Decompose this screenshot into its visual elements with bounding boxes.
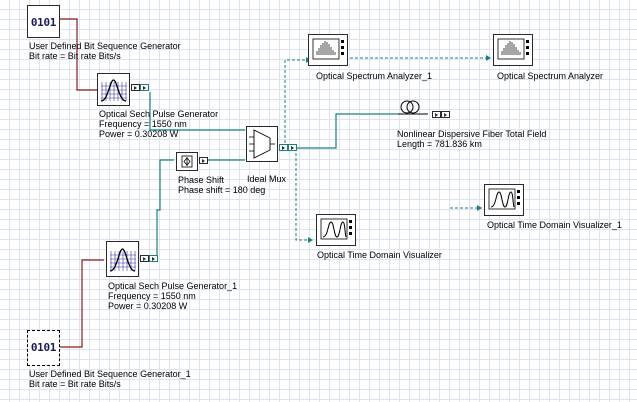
- spectrum-analyzer-1-block[interactable]: [308, 34, 348, 66]
- fiber-name: Nonlinear Dispersive Fiber Total Field: [397, 129, 547, 139]
- pulse-generator-1-output-port-2[interactable]: [149, 255, 158, 262]
- oscilloscope-icon: [320, 218, 352, 240]
- fiber-length: Length = 781.836 km: [397, 139, 482, 149]
- ideal-mux-output-port[interactable]: [279, 144, 288, 151]
- spectrum-icon: [497, 38, 529, 60]
- ideal-mux-name: Ideal Mux: [247, 174, 287, 184]
- pulse-generator-output-port[interactable]: [131, 84, 140, 91]
- sech-pulse-generator-1-name: Optical Sech Pulse Generator_1: [108, 281, 238, 291]
- phase-shift-block[interactable]: [176, 152, 198, 171]
- time-domain-visualizer-name: Optical Time Domain Visualizer: [317, 250, 442, 260]
- time-domain-visualizer-1-block[interactable]: [484, 184, 524, 216]
- time-domain-visualizer-1-name: Optical Time Domain Visualizer_1: [487, 220, 622, 230]
- sech-pulse-generator-1-frequency: Frequency = 1550 nm: [108, 291, 196, 301]
- spectrum-icon: [312, 38, 344, 60]
- fiber-output-port-2[interactable]: [441, 111, 450, 118]
- pulse-generator-1-output-port[interactable]: [140, 255, 149, 262]
- mux-icon: [249, 129, 275, 159]
- wire-pulse2-to-phase[interactable]: [156, 159, 174, 260]
- oscilloscope-icon: [488, 188, 520, 210]
- fiber-output-port[interactable]: [432, 111, 441, 118]
- ideal-mux-block[interactable]: [246, 126, 278, 162]
- wire-bitgen2-to-pulse2[interactable]: [60, 259, 104, 348]
- pulse-generator-output-port-2[interactable]: [140, 84, 149, 91]
- phase-shift-icon: [181, 155, 193, 168]
- sech-pulse-generator-frequency: Frequency = 1550 nm: [99, 119, 187, 129]
- bit-sequence-generator-1-param: Bit rate = Bit rate Bits/s: [29, 379, 121, 389]
- phase-shift-name: Phase Shift: [178, 175, 225, 185]
- fiber-coil-icon: [398, 100, 428, 115]
- bit-sequence-generator-param: Bit rate = Bit rate Bits/s: [29, 51, 121, 61]
- sech-pulse-generator-name: Optical Sech Pulse Generator: [99, 109, 219, 119]
- bit-sequence-icon: 0101: [30, 341, 57, 354]
- wire-mux-to-fiber[interactable]: [296, 113, 398, 149]
- wire-monitor-to-osa1[interactable]: [284, 59, 306, 148]
- bit-sequence-generator-1-block[interactable]: 0101: [27, 330, 60, 366]
- fiber-block[interactable]: [398, 98, 428, 120]
- sech-pulse-generator-block[interactable]: [97, 73, 130, 106]
- bit-sequence-generator-block[interactable]: 0101: [27, 5, 60, 38]
- spectrum-analyzer-block[interactable]: [493, 34, 533, 66]
- sech-pulse-generator-1-power: Power = 0.30208 W: [108, 301, 188, 311]
- spectrum-analyzer-1-name: Optical Spectrum Analyzer_1: [316, 71, 433, 81]
- bit-sequence-icon: 0101: [30, 16, 57, 29]
- phase-shift-output-port[interactable]: [199, 157, 208, 164]
- sech-pulse-generator-1-block[interactable]: [106, 241, 139, 277]
- wire-monitor-to-otdv2[interactable]: [295, 148, 313, 241]
- bit-sequence-generator-name: User Defined Bit Sequence Generator: [29, 41, 181, 51]
- phase-shift-param: Phase shift = 180 deg: [178, 185, 266, 195]
- pulse-icon: [100, 79, 127, 102]
- wire-bitgen1-to-pulse1[interactable]: [60, 18, 97, 91]
- ideal-mux-output-port-2[interactable]: [288, 144, 297, 151]
- time-domain-visualizer-block[interactable]: [316, 214, 356, 246]
- bit-sequence-generator-1-name: User Defined Bit Sequence Generator_1: [29, 369, 191, 379]
- spectrum-analyzer-name: Optical Spectrum Analyzer: [497, 71, 604, 81]
- pulse-icon: [109, 248, 136, 272]
- sech-pulse-generator-power: Power = 0.30208 W: [99, 129, 179, 139]
- wire-pulse1-to-mux[interactable]: [149, 92, 245, 131]
